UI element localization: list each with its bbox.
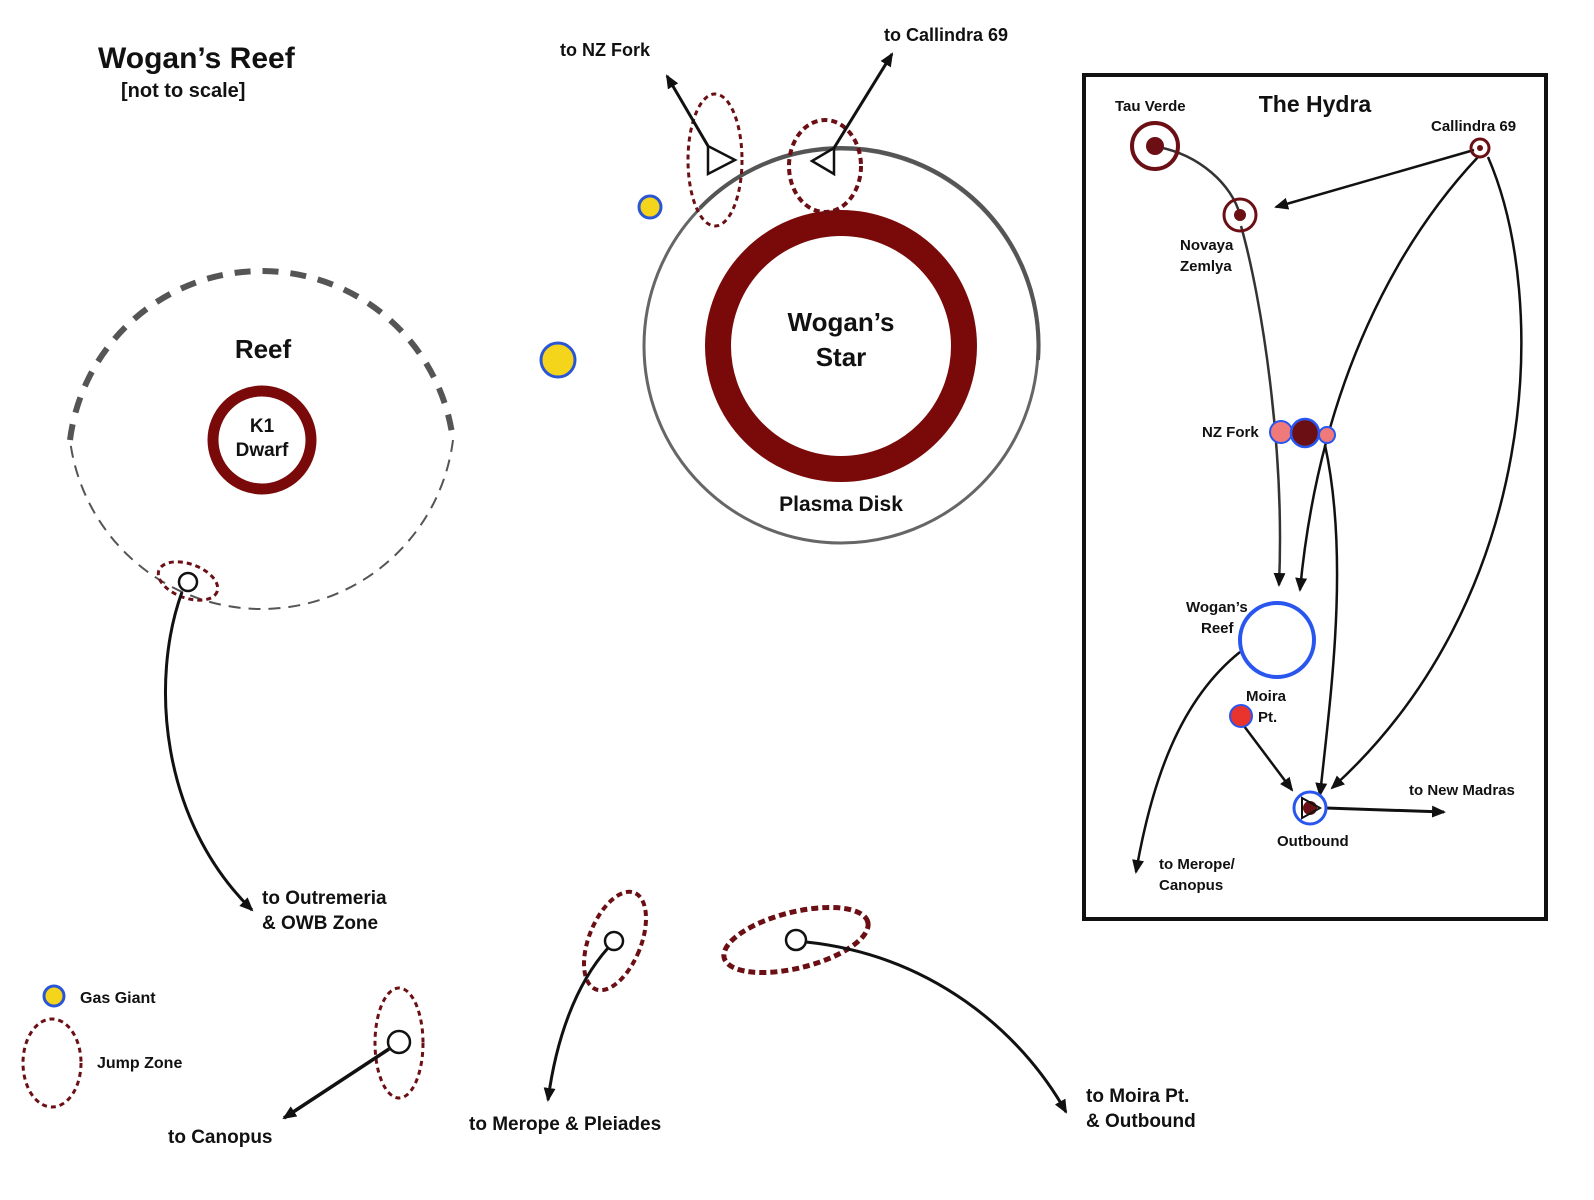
jump-point-nz-fork-icon: [706, 143, 738, 177]
reef-label: Reef: [235, 334, 292, 364]
outbound-jump-icon: [1301, 796, 1323, 820]
jump-zone-outremeria: [156, 560, 220, 602]
node-nz-fork-east: [1318, 426, 1336, 444]
jump-zone-merope: [582, 889, 648, 993]
plasma-disk-label: Plasma Disk: [779, 493, 903, 516]
jump-zone-callindra: [787, 118, 863, 214]
hydra-title: The Hydra: [1259, 91, 1372, 117]
jump-zone-canopus: [373, 986, 425, 1100]
jump-point-moira-icon: [784, 928, 808, 952]
legend-gas-giant-icon: [42, 984, 66, 1008]
route-nz-fork-outbound: [1315, 444, 1339, 797]
node-wogans-reef: [1238, 601, 1316, 679]
label-to-merope-line1: to Merope/: [1159, 856, 1236, 873]
legend-jump-zone-icon: [21, 1017, 83, 1109]
label-zemlya: Zemlya: [1180, 258, 1232, 275]
node-callindra: [1469, 137, 1491, 159]
route-tau-verde-novaya: [1157, 145, 1242, 216]
arrow-to-callindra: [832, 52, 894, 149]
diagram-title: Wogan’s Reef: [98, 42, 296, 75]
route-callindra-outbound: [1330, 156, 1523, 790]
star-label-line1: Wogan’s: [788, 307, 895, 337]
node-moira-pt: [1229, 704, 1253, 728]
node-tau-verde: [1130, 121, 1180, 171]
label-tau-verde: Tau Verde: [1115, 98, 1186, 115]
node-novaya-zemlya: [1222, 197, 1258, 233]
arrow-to-outremeria: [164, 591, 254, 912]
label-to-new-madras: to New Madras: [1409, 782, 1515, 799]
label-outbound: Outbound: [1277, 833, 1349, 850]
route-wogans-merope: [1132, 651, 1241, 874]
label-to-merope-line2: Canopus: [1159, 877, 1223, 894]
dwarf-label: Dwarf: [236, 440, 289, 461]
legend-jump-zone-label: Jump Zone: [97, 1055, 182, 1072]
jump-point-callindra-icon: [809, 145, 836, 177]
arrow-to-canopus: [282, 1047, 390, 1120]
to-callindra-label: to Callindra 69: [884, 25, 1008, 45]
to-moira-label-line2: & Outbound: [1086, 1111, 1196, 1132]
node-tau-verde-core: [1146, 137, 1164, 155]
arrow-to-moira: [805, 940, 1068, 1114]
arrow-to-nz-fork: [665, 74, 710, 147]
diagram-subtitle: [not to scale]: [121, 80, 245, 102]
label-nz-fork: NZ Fork: [1202, 424, 1259, 441]
jump-zone-moira: [721, 904, 871, 976]
jump-point-outremeria-icon: [177, 571, 199, 593]
label-moira-line1: Moira: [1246, 688, 1287, 705]
to-moira-label-line1: to Moira Pt.: [1086, 1086, 1189, 1107]
k1-dwarf-star: [207, 385, 317, 495]
to-canopus-label: to Canopus: [168, 1127, 273, 1148]
route-outbound-new-madras: [1325, 805, 1446, 818]
jump-point-merope-icon: [603, 930, 625, 952]
to-merope-label: to Merope & Pleiades: [469, 1114, 661, 1135]
route-callindra-novaya: [1274, 148, 1475, 210]
label-moira-line2: Pt.: [1258, 709, 1277, 726]
gas-giant-large: [539, 341, 577, 379]
gas-giant-small: [637, 194, 663, 220]
arrow-to-merope: [543, 947, 610, 1102]
plasma-disk-shadow: [698, 146, 1041, 361]
route-moira-outbound: [1243, 725, 1294, 792]
hydra-inset: The Hydra Tau Verde Callindra 69 Novaya …: [1082, 73, 1548, 921]
jump-zone-nz-fork: [686, 92, 744, 228]
node-nz-fork-west: [1269, 420, 1293, 444]
node-novaya-zemlya-core: [1234, 209, 1246, 221]
to-nz-fork-label: to NZ Fork: [560, 40, 651, 60]
to-outremeria-label-line1: to Outremeria: [262, 888, 387, 909]
reef-orbit: [67, 268, 456, 610]
jump-point-canopus-icon: [386, 1029, 412, 1055]
route-novaya-wogans-reef: [1239, 225, 1286, 587]
hydra-frame: [1082, 73, 1548, 921]
route-callindra-wogans-reef: [1295, 156, 1479, 592]
label-wogans-line2: Reef: [1201, 620, 1235, 637]
wogans-star: [705, 210, 977, 482]
label-wogans-line1: Wogan’s: [1186, 599, 1248, 616]
node-callindra-core: [1477, 145, 1483, 151]
label-callindra: Callindra 69: [1431, 118, 1516, 135]
label-novaya: Novaya: [1180, 237, 1234, 254]
to-outremeria-label-line2: & OWB Zone: [262, 913, 378, 934]
k1-label: K1: [250, 416, 275, 437]
star-label-line2: Star: [816, 342, 867, 372]
node-nz-fork-main: [1289, 417, 1321, 449]
legend-gas-giant-label: Gas Giant: [80, 990, 156, 1007]
